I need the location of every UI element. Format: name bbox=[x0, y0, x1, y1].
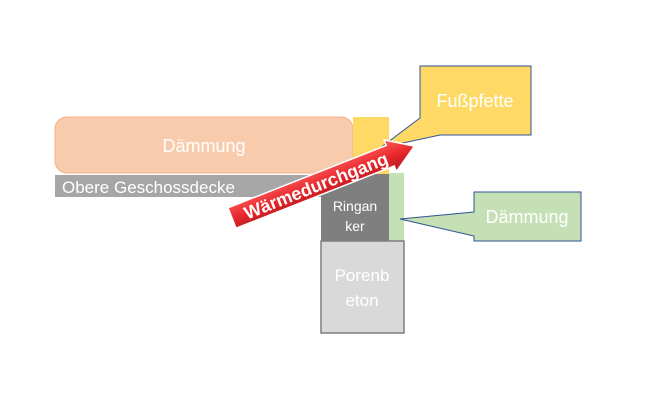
upper-ceiling-bar bbox=[55, 175, 321, 197]
foot-purlin-callout-label: Fußpfette bbox=[436, 91, 513, 111]
insulation-top-label: Dämmung bbox=[162, 136, 245, 156]
aerated-concrete-label-line2: eton bbox=[345, 291, 378, 310]
thermal-bridge-arrow-shape bbox=[226, 138, 416, 230]
foot-purlin-callout bbox=[379, 65, 532, 149]
upper-ceiling-label: Obere Geschossdecke bbox=[62, 178, 235, 197]
ring-beam-label-line1: Ringan bbox=[333, 198, 377, 214]
aerated-concrete-block bbox=[320, 240, 405, 334]
insulation-right-callout bbox=[399, 191, 582, 242]
insulation-right-callout-label: Dämmung bbox=[485, 207, 568, 227]
aerated-concrete-label-line1: Porenb bbox=[335, 266, 390, 285]
ring-beam-label-line2: ker bbox=[345, 218, 365, 234]
insulation-strip-right bbox=[389, 173, 404, 241]
